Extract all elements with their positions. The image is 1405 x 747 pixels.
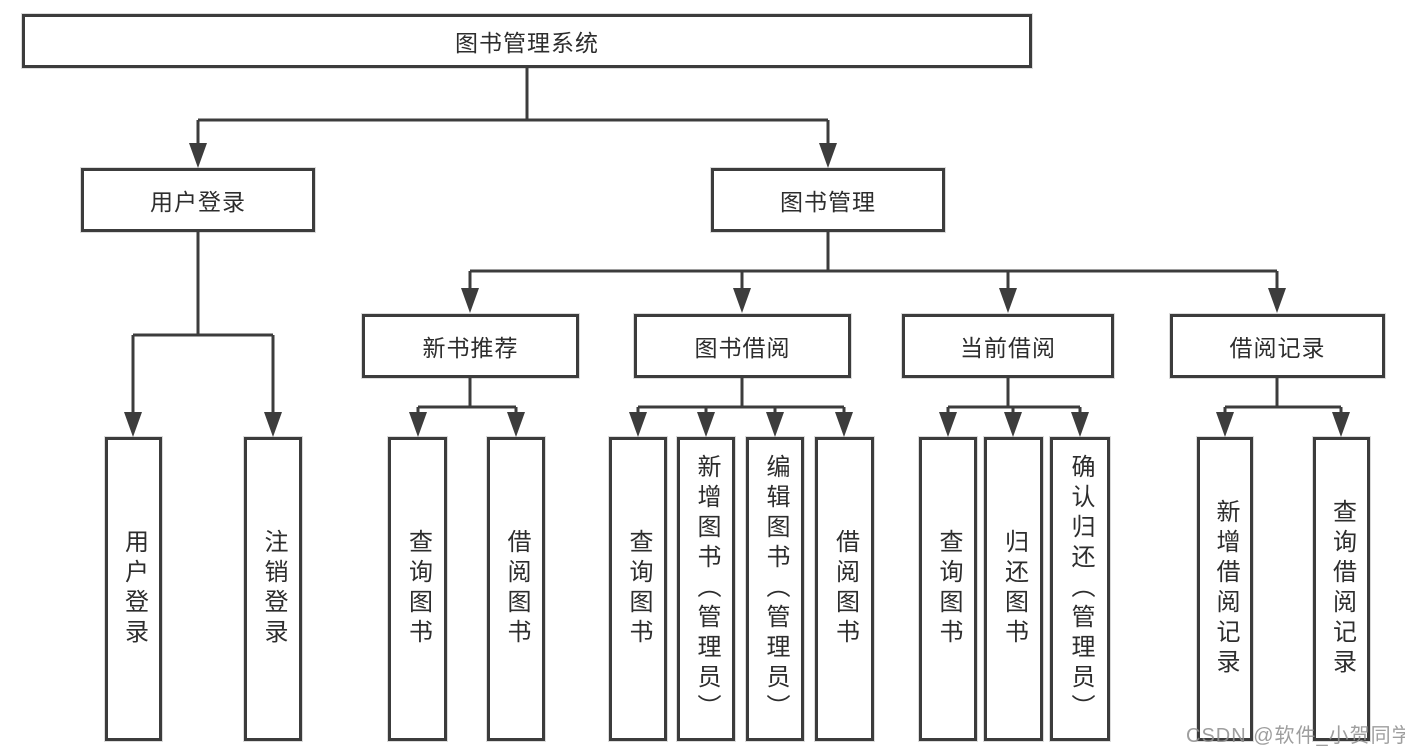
- leaf-logout: 注销登录: [244, 437, 302, 741]
- node-label: 用户登录: [150, 189, 246, 215]
- leaf-borrow-books-recommend: 借阅图书: [487, 437, 545, 741]
- connector-root-to-level2: [196, 68, 830, 146]
- node-label: 图书管理: [780, 189, 876, 215]
- connector-current-borrow-to-children: [946, 378, 1082, 414]
- node-label: 图书借阅: [694, 335, 791, 361]
- connector-records-to-children: [1223, 378, 1343, 414]
- node-label: 查询图书: [935, 529, 962, 649]
- connector-book-mgmt-to-modules: [468, 232, 1279, 290]
- node-book-borrowing: 图书借阅: [634, 314, 851, 378]
- leaf-add-borrow-record: 新增借阅记录: [1197, 437, 1253, 741]
- node-label: 用户登录: [120, 529, 148, 649]
- node-new-book-recommend: 新书推荐: [362, 314, 579, 378]
- node-label: 查询图书: [404, 529, 432, 649]
- node-label: 图书管理系统: [455, 30, 599, 56]
- node-library-management-system: 图书管理系统: [22, 14, 1032, 68]
- leaf-return-books: 归还图书: [984, 437, 1043, 741]
- node-label: 新增图书（管理员）: [693, 454, 720, 724]
- leaf-query-books-current: 查询图书: [919, 437, 977, 741]
- node-label: 新增借阅记录: [1212, 499, 1239, 679]
- node-current-borrowing: 当前借阅: [902, 314, 1114, 378]
- node-book-management: 图书管理: [711, 168, 945, 232]
- leaf-confirm-return-admin: 确认归还（管理员）: [1050, 437, 1110, 741]
- node-label: 归还图书: [1000, 529, 1028, 649]
- node-label: 查询图书: [625, 529, 652, 649]
- leaf-user-login: 用户登录: [105, 437, 162, 741]
- connector-book-borrow-to-children: [636, 378, 846, 414]
- node-label: 借阅图书: [503, 529, 530, 649]
- node-label: 借阅图书: [831, 529, 859, 649]
- leaf-edit-book-admin: 编辑图书（管理员）: [746, 437, 804, 741]
- connector-user-login-to-children: [131, 232, 275, 413]
- node-label: 查询借阅记录: [1328, 499, 1356, 679]
- leaf-query-books-borrowing: 查询图书: [609, 437, 667, 741]
- watermark: CSDN @软件_小贺同学: [1186, 725, 1405, 747]
- node-label: 新书推荐: [422, 335, 519, 361]
- arrowheads: [124, 143, 1350, 437]
- leaf-add-book-admin: 新增图书（管理员）: [677, 437, 735, 741]
- node-borrowing-records: 借阅记录: [1170, 314, 1385, 378]
- leaf-query-books-recommend: 查询图书: [388, 437, 447, 741]
- leaf-query-borrow-record: 查询借阅记录: [1313, 437, 1370, 741]
- node-user-login: 用户登录: [81, 168, 315, 232]
- leaf-borrow-books-borrowing: 借阅图书: [815, 437, 874, 741]
- connector-new-rec-to-children: [416, 378, 518, 414]
- node-label: 确认归还（管理员）: [1067, 454, 1094, 724]
- node-label: 借阅记录: [1229, 335, 1326, 361]
- node-label: 编辑图书（管理员）: [762, 454, 789, 724]
- node-label: 注销登录: [260, 529, 287, 649]
- node-label: 当前借阅: [960, 335, 1056, 361]
